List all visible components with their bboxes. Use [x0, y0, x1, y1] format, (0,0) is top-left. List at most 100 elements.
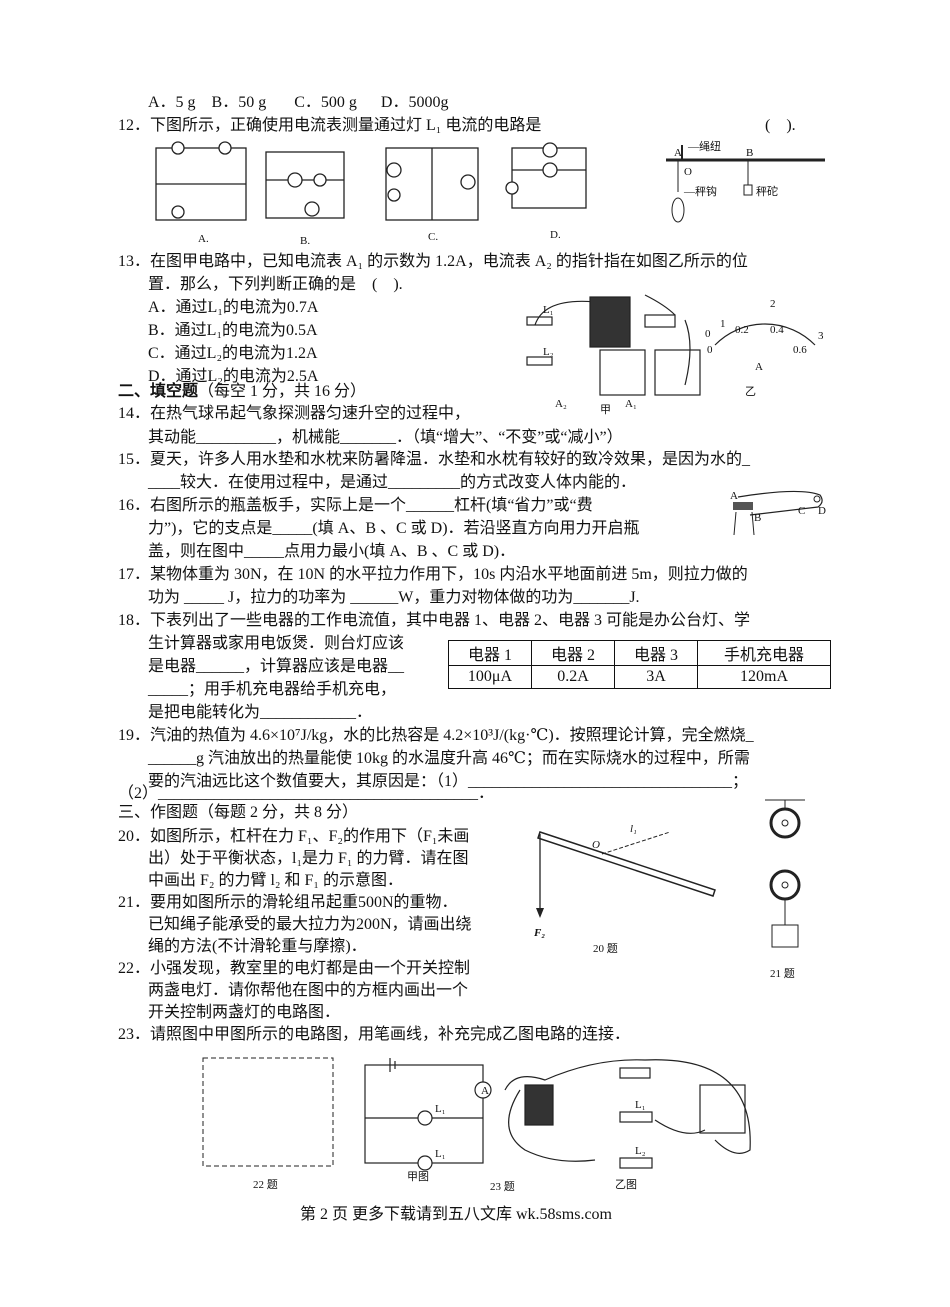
q12-option-b-label: B.: [300, 235, 310, 247]
q17-line: 功为 _____ J，拉力的功率为 ______W，重力对物体做的功为_____…: [148, 589, 640, 606]
table-header: 电器 1: [448, 640, 532, 666]
point-b-label: B: [754, 512, 761, 524]
q13-option-b: B．通过L₁的电流为0.5A: [148, 322, 318, 339]
q21-pulley-figure: 21 题: [765, 799, 805, 980]
table-header: 电器 2: [531, 640, 615, 666]
point-c-label: C: [798, 505, 805, 517]
bottle-opener-figure: A B C D: [730, 490, 826, 536]
q19-line: （2）_____________________________________…: [118, 785, 495, 802]
jia-l1-label: L₁: [435, 1103, 446, 1115]
q21-line: 21．要用如图所示的滑轮组吊起重500N的重物．: [118, 894, 458, 911]
scale-tick: 2: [770, 298, 776, 310]
yi-caption: 乙图: [615, 1178, 637, 1191]
q23-line: 23．请照图中甲图所示的电路图，用笔画线，补充完成乙图电路的连接．: [118, 1026, 631, 1043]
pivot-o-label: O: [592, 839, 600, 851]
table-header: 电器 3: [614, 640, 698, 666]
q11-options: A．5 g B．50 g C．500 g D．5000g: [148, 94, 449, 111]
q22-answer-box[interactable]: [202, 1057, 334, 1167]
q22-q23-figures: 22 题 A L₁ L₁ 甲图 23 题 L₁ L₂ 乙图: [202, 1057, 751, 1193]
q20-line: 中画出 F₂ 的力臂 l₂ 和 F₁ 的示意图．: [148, 872, 403, 889]
table-cell: 100μA: [448, 665, 532, 689]
jia-label: 甲: [600, 404, 611, 416]
point-o-label: O: [684, 166, 692, 178]
q12-stem: 12．下图所示，正确使用电流表测量通过灯 L₁ 电流的电路是: [118, 117, 542, 134]
table-header: 手机充电器: [697, 640, 831, 666]
rope-label: —绳纽: [687, 139, 721, 153]
scale-tick: 0.4: [770, 324, 784, 336]
yi-l2-label: L₂: [635, 1145, 646, 1157]
point-a-label: A: [674, 147, 682, 159]
jia-l1-label-2: L₁: [435, 1148, 446, 1160]
q19-line: 要的汽油远比这个数值要大，其原因是：（1）___________________…: [148, 773, 749, 790]
table-cell: 120mA: [697, 665, 831, 689]
q20-line: 20．如图所示，杠杆在力 F₁、F₂的作用下（F₁未画: [118, 828, 470, 845]
fig-22-caption: 22 题: [253, 1178, 278, 1191]
l2-label: L₂: [543, 346, 554, 358]
q12-answer-paren: ( ).: [765, 117, 796, 134]
q18-line: 生计算器或家用电饭煲．则台灯应该: [148, 635, 405, 652]
q13-option-c: C．通过L₂的电流为1.2A: [148, 345, 318, 362]
q12-option-d-label: D.: [550, 229, 561, 241]
q20-lever-figure: O l₁ F₂ 20 题: [533, 823, 716, 955]
section-2-note: （每空 1 分，共 16 分）: [198, 383, 367, 400]
q18-line: 是把电能转化为____________．: [148, 704, 373, 721]
ammeter-label: A: [481, 1085, 489, 1097]
q22-line: 开关控制两盏灯的电路图．: [148, 1004, 341, 1021]
yi-label: 乙: [745, 385, 756, 398]
l1-label: l₁: [630, 823, 637, 835]
q13-stem-1: 13．在图甲电路中，已知电流表 A₁ 的示数为 1.2A，电流表 A₂ 的指针指…: [118, 253, 748, 270]
l1-label: L₁: [543, 304, 554, 316]
q13-stem-2: 置．那么，下列判断正确的是 ( ).: [148, 276, 403, 293]
section-3-title: 三、作图题（每题 2 分，共 8 分）: [118, 804, 359, 821]
fig-23-caption: 23 题: [490, 1180, 515, 1193]
scale-tick: 3: [818, 330, 824, 342]
scale-tick: 0: [707, 344, 713, 356]
point-a-label: A: [730, 490, 738, 502]
page-footer: 第 2 页 更多下载请到五八文库 wk.58sms.com: [300, 1206, 613, 1223]
q22-line: 22．小强发现，教室里的电灯都是由一个开关控制: [118, 960, 471, 977]
scale-tick: 1: [720, 318, 726, 330]
q12-option-c-label: C.: [428, 231, 438, 243]
q12-option-a-label: A.: [198, 233, 209, 245]
q12-circuit-figures: A. B. C. D.: [155, 141, 587, 247]
fig-20-caption: 20 题: [593, 942, 618, 955]
q18-line: _____；用手机充电器给手机充电，: [148, 681, 397, 698]
point-b-label: B: [746, 147, 753, 159]
table-cell: 3A: [614, 665, 698, 689]
q22-line: 两盏电灯．请你帮他在图中的方框内画出一个: [148, 982, 469, 999]
hook-label: —秤钩: [683, 184, 717, 198]
steelyard-figure: A —绳纽 B O —秤钩 秤砣: [666, 139, 825, 223]
a2-label: A₂: [555, 398, 567, 410]
q13-figure: L₁ L₂ A₂ A₁ 甲 乙 1 2 3 0 0 0.2 0.4 0.6 A: [526, 294, 824, 416]
q16-line: 16．右图所示的瓶盖板手，实际上是一个______杠杆(填“省力”或“费: [118, 497, 593, 514]
q15-line: 15．夏天，许多人用水垫和水枕来防暑降温．水垫和水枕有较好的致冷效果，是因为水的…: [118, 451, 751, 468]
q16-line: 力”)，它的支点是_____(填 A、B 、C 或 D)．若沿竖直方向用力开启瓶: [148, 520, 640, 537]
q21-line: 绳的方法(不计滑轮重与摩擦)．: [148, 938, 367, 955]
f2-label: F₂: [533, 927, 545, 939]
section-2-title: 二、填空题: [118, 383, 199, 400]
q13-option-d: D．通过L₂的电流为2.5A: [148, 368, 319, 385]
q21-line: 已知绳子能承受的最大拉力为200N，请画出绕: [148, 916, 472, 933]
fig-21-caption: 21 题: [770, 967, 795, 980]
q18-line: 18．下表列出了一些电器的工作电流值，其中电器 1、电器 2、电器 3 可能是办…: [118, 612, 751, 629]
q19-line: ______g 汽油放出的热量能使 10kg 的水温度升高 46℃；而在实际烧水…: [148, 750, 750, 767]
scale-tick: 0.6: [793, 344, 807, 356]
a1-label: A₁: [625, 398, 637, 410]
q19-line: 19．汽油的热值为 4.6×10⁷J/kg，水的比热容是 4.2×10³J/(k…: [118, 727, 754, 744]
q20-line: 出）处于平衡状态，l₁是力 F₁ 的力臂．请在图: [148, 850, 469, 867]
q17-line: 17．某物体重为 30N，在 10N 的水平拉力作用下，10s 内沿水平地面前进…: [118, 566, 748, 583]
q16-line: 盖，则在图中_____点用力最小(填 A、B 、C 或 D)．: [148, 543, 516, 560]
q18-line: 是电器______，计算器应该是电器__: [148, 658, 405, 675]
q13-option-a: A．通过L₁的电流为0.7A: [148, 299, 319, 316]
table-cell: 0.2A: [531, 665, 615, 689]
jia-caption: 甲图: [407, 1170, 429, 1183]
point-d-label: D: [818, 505, 826, 517]
q15-line: ____较大．在使用过程中，是通过_________的方式改变人体内能的．: [148, 474, 637, 491]
q14-line: 其动能__________，机械能_______．（填“增大”、“不变”或“减小…: [148, 429, 623, 446]
yi-l1-label: L₁: [635, 1099, 646, 1111]
scale-tick: 0.2: [735, 324, 749, 336]
weight-label: 秤砣: [756, 184, 778, 198]
scale-tick: 0: [705, 328, 711, 340]
